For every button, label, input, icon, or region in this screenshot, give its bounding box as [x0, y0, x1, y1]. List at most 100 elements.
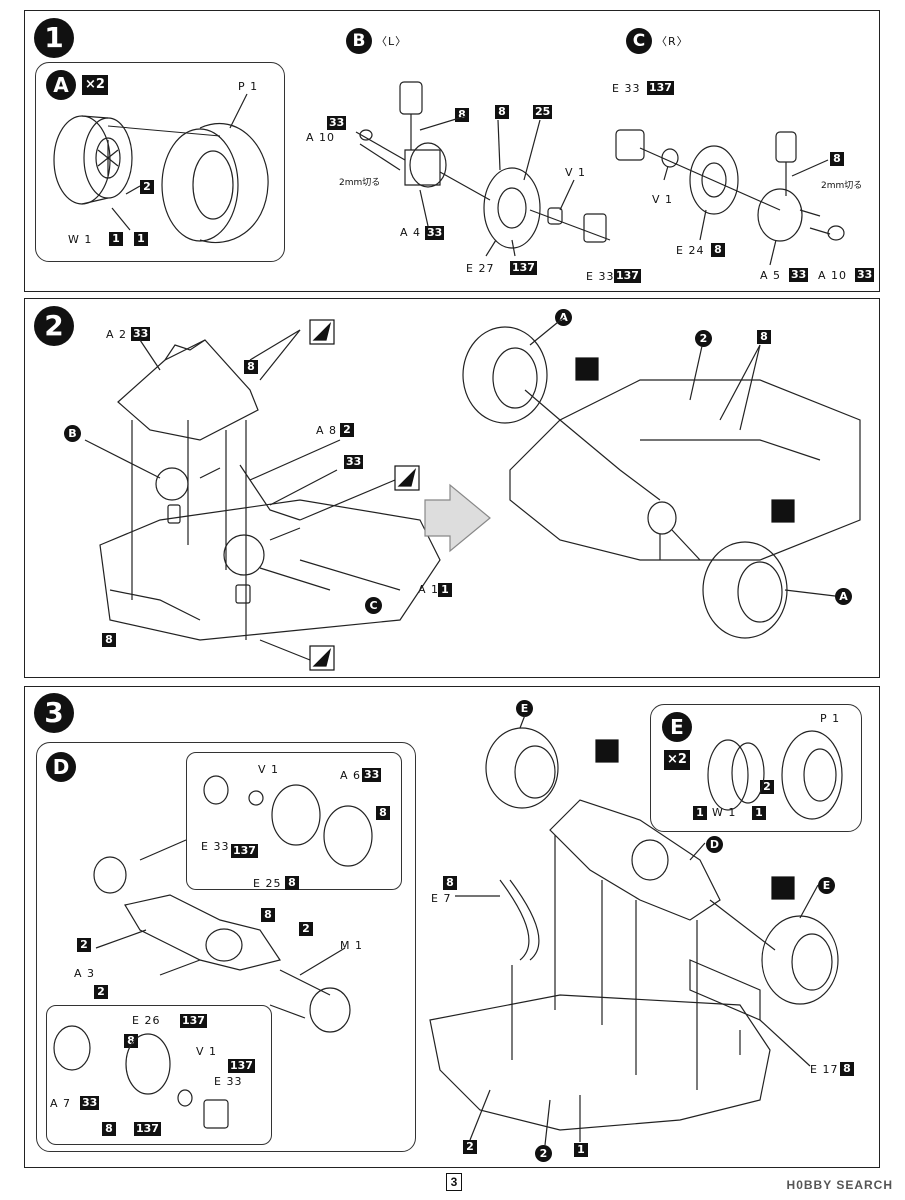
- part-label-a5: A 5: [760, 269, 782, 282]
- part-label-a2: A 2: [106, 328, 128, 341]
- part-label-a4: A 4: [400, 226, 422, 239]
- part-number-1: 1: [574, 1143, 588, 1157]
- part-label-a3: A 3: [74, 967, 96, 980]
- color-137: 137: [510, 261, 537, 275]
- color-137: 137: [614, 269, 641, 283]
- quantity-x2-badge: ×2: [82, 75, 108, 95]
- part-number-8: 8: [830, 152, 844, 166]
- part-label-a6: A 6: [340, 769, 362, 782]
- part-label-p1: P 1: [238, 80, 259, 93]
- subassembly-a-letter: A: [46, 70, 76, 100]
- tire-p1-drawing: [161, 122, 269, 244]
- subassembly-e-letter: E: [662, 712, 692, 742]
- watermark: H0BBY SEARCH: [786, 1178, 893, 1192]
- color-33: 33: [131, 327, 151, 341]
- part-label-e7: E 7: [431, 892, 452, 905]
- rear-suspension-d-drawing: [53, 775, 373, 1129]
- part-label-e24: E 24: [676, 244, 705, 257]
- part-label-e33: E 33: [586, 270, 615, 283]
- part-label-e25: E 25: [253, 877, 282, 890]
- side-right-label: 〈R〉: [656, 35, 689, 48]
- part-number-1: 1: [752, 806, 766, 820]
- paint-icon: [575, 357, 795, 523]
- part-number-2: 2: [299, 922, 313, 936]
- subassembly-b-letter: B: [346, 28, 372, 54]
- color-137: 137: [228, 1059, 255, 1073]
- step-3-number: 3: [34, 693, 74, 733]
- part-label-v1: V 1: [652, 193, 674, 206]
- assembly-direction-arrow: [424, 483, 491, 553]
- hub-right-drawing: [615, 129, 845, 266]
- color-137: 137: [231, 844, 258, 858]
- wheel-e-marker: E: [516, 700, 533, 717]
- subassembly-c-letter: C: [626, 28, 652, 54]
- part-number-25: 25: [533, 105, 553, 119]
- step-2-number: 2: [34, 306, 74, 346]
- part-label-p1: P 1: [820, 712, 841, 725]
- part-number-8: 8: [285, 876, 299, 890]
- part-number-2: 2: [140, 180, 154, 194]
- cut-note: 2mm切る: [821, 181, 863, 191]
- part-label-a8: A 8: [316, 424, 338, 437]
- part-label-e17: E 17: [810, 1063, 839, 1076]
- color-33: 33: [425, 226, 445, 240]
- part-number-8: 8: [443, 876, 457, 890]
- part-number-8: 8: [711, 243, 725, 257]
- front-assembly-drawing: [462, 317, 861, 639]
- quantity-x2-badge: ×2: [664, 750, 690, 770]
- wheel-e-drawing: [707, 730, 843, 820]
- part-number-8: 8: [102, 633, 116, 647]
- part-number-1b: 1: [134, 232, 148, 246]
- color-33: 33: [855, 268, 875, 282]
- color-33: 33: [344, 455, 364, 469]
- part-label-v1: V 1: [258, 763, 280, 776]
- part-number-8: 8: [840, 1062, 854, 1076]
- subassembly-b-marker: B: [64, 425, 81, 442]
- part-label-e33: E 33: [214, 1075, 243, 1088]
- part-label-v1: V 1: [565, 166, 587, 179]
- part-number-1: 1: [693, 806, 707, 820]
- color-137: 137: [180, 1014, 207, 1028]
- paint-icon: [595, 739, 795, 900]
- part-number-2: 2: [463, 1140, 477, 1154]
- subassembly-d-letter: D: [46, 752, 76, 782]
- part-2-marker: 2: [535, 1145, 552, 1162]
- part-number-8: 8: [757, 330, 771, 344]
- wheel-e-marker: E: [818, 877, 835, 894]
- part-label-v1: V 1: [196, 1045, 218, 1058]
- part-label-e33: E 33: [612, 82, 641, 95]
- side-left-label: 〈L〉: [376, 35, 408, 48]
- color-33: 33: [362, 768, 382, 782]
- part-number-8: 8: [124, 1034, 138, 1048]
- part-number-8: 8: [102, 1122, 116, 1136]
- part-label-e33: E 33: [201, 840, 230, 853]
- part-label-a10: A 10: [306, 131, 336, 144]
- wheel-w1-drawing: [53, 115, 133, 205]
- subassembly-d-marker: D: [706, 836, 723, 853]
- color-33: 33: [80, 1096, 100, 1110]
- color-33: 33: [327, 116, 347, 130]
- part-label-w1: W 1: [712, 806, 737, 819]
- rear-assembly-drawing: [429, 714, 839, 1146]
- cut-note: 2mm切る: [339, 178, 381, 188]
- cement-icon: [309, 319, 420, 671]
- part-label-e26: E 26: [132, 1014, 161, 1027]
- subassembly-d-detail-bottom: [46, 1005, 272, 1145]
- part-number-1: 1: [438, 583, 452, 597]
- subassembly-a-box: [35, 62, 285, 262]
- part-number-8: 8: [244, 360, 258, 374]
- step-1-number: 1: [34, 18, 74, 58]
- part-number-8: 8: [376, 806, 390, 820]
- chassis-exploded-drawing: [84, 329, 441, 661]
- part-label-e27: E 27: [466, 262, 495, 275]
- part-number-8: 8: [495, 105, 509, 119]
- subassembly-c-marker: C: [365, 597, 382, 614]
- part-label-m1: M 1: [340, 939, 363, 952]
- part-number-8: 8: [261, 908, 275, 922]
- part-number-2: 2: [340, 423, 354, 437]
- part-number-1: 1: [109, 232, 123, 246]
- part-number-2: 2: [94, 985, 108, 999]
- page-number: 3: [446, 1173, 462, 1191]
- color-33: 33: [789, 268, 809, 282]
